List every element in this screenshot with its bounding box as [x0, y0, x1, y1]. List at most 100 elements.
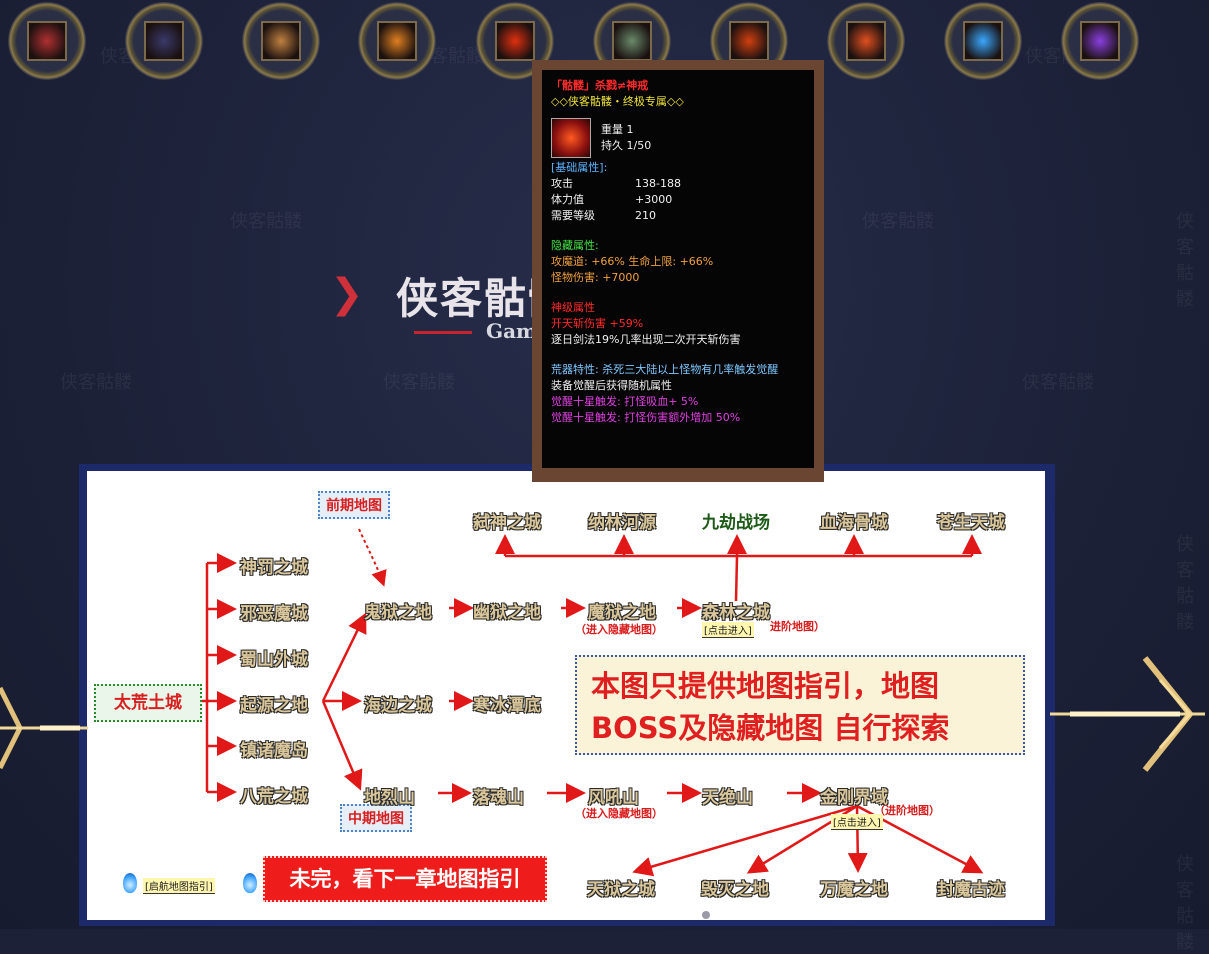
blue-flame-icon	[243, 873, 257, 893]
helmet-armor-icon	[27, 21, 67, 61]
map-node[interactable]: 金刚界域	[820, 788, 888, 808]
tooltip-body: 「骷髅」杀戮≠神戒 ◇◇侠客骷髅・终极专属◇◇ 重量 1 持久 1/50 [基础…	[542, 70, 814, 468]
map-node[interactable]: 镇诸魔岛	[240, 741, 308, 761]
stat-row: 体力值 +3000	[551, 192, 805, 208]
watermark: 侠客骷髅	[383, 372, 455, 393]
unfinished-banner[interactable]: 未完，看下一章地图指引	[263, 856, 547, 902]
map-node[interactable]: 邪恶魔城	[240, 604, 308, 624]
basic-header: [基础属性]:	[551, 161, 608, 174]
awaken-stat: 觉醒十星触发: 打怪伤害额外增加 50%	[551, 411, 741, 424]
map-node[interactable]: 八荒之城	[240, 787, 308, 807]
info-box: 本图只提供地图指引，地图 BOSS及隐藏地图 自行探索	[575, 655, 1025, 755]
map-node[interactable]: 起源之地	[240, 696, 308, 716]
item-summary: 重量 1 持久 1/50	[551, 118, 805, 160]
stat-row: 需要等级 210	[551, 208, 805, 224]
equipment-slot[interactable]	[944, 2, 1022, 80]
enter-link[interactable]: [点击进入]	[702, 622, 754, 638]
chevron-right-icon: ❯	[330, 271, 364, 317]
info-line: BOSS及隐藏地图 自行探索	[591, 711, 950, 745]
stat-label: 体力值	[551, 193, 584, 206]
stat-value: +3000	[635, 193, 673, 206]
map-node[interactable]: 弑神之城	[473, 513, 541, 533]
map-node[interactable]: 纳林河源	[588, 513, 656, 533]
left-arrow-decoration	[0, 686, 88, 770]
stat-label: 攻击	[551, 177, 573, 190]
map-node[interactable]: 封魔古迹	[937, 880, 1005, 900]
watermark: 侠客骷髅	[862, 211, 934, 232]
item-subtitle: ◇◇侠客骷髅・终极专属◇◇	[551, 95, 684, 108]
equipment-slot[interactable]	[827, 2, 905, 80]
map-node[interactable]: 寒冰潭底	[473, 696, 541, 716]
waste-trait: 荒器特性: 杀死三大陆以上怪物有几率触发觉醒	[551, 363, 779, 376]
watermark: 侠客骷髅	[230, 211, 302, 232]
fire-demon-icon	[729, 21, 769, 61]
stat-value: 210	[635, 209, 656, 222]
map-node[interactable]: 幽狱之地	[473, 603, 541, 623]
mid-map-tag: 中期地图	[340, 804, 412, 832]
item-tooltip: 「骷髅」杀戮≠神戒 ◇◇侠客骷髅・终极专属◇◇ 重量 1 持久 1/50 [基础…	[532, 60, 824, 482]
god-header: 神级属性	[551, 301, 595, 314]
awaken-stat: 觉醒十星触发: 打怪吸血+ 5%	[551, 395, 699, 408]
hidden-map-note: （进入隐藏地图）	[575, 623, 663, 636]
watermark: 侠客骷髅	[1176, 534, 1194, 633]
hidden-map-note: （进入隐藏地图）	[575, 807, 663, 820]
hidden-header: 隐藏属性:	[551, 239, 599, 252]
map-node[interactable]: 万魔之地	[820, 880, 888, 900]
map-node[interactable]: 森林之城	[702, 603, 770, 623]
advanced-map-note: 进阶地图）	[770, 620, 825, 633]
god-stat: 逐日剑法19%几率出现二次开天斩伤害	[551, 333, 741, 346]
map-node[interactable]: 魔狱之地	[588, 603, 656, 623]
map-node[interactable]: 地烈山	[364, 788, 415, 808]
purple-orb-icon	[1080, 21, 1120, 61]
blue-flame-icon	[123, 873, 137, 893]
enter-link[interactable]: [点击进入]	[831, 814, 883, 830]
fire-stars-icon	[377, 21, 417, 61]
map-node[interactable]: 天狱之城	[587, 880, 655, 900]
map-node[interactable]: 蜀山外城	[240, 650, 308, 670]
early-map-tag: 前期地图	[318, 491, 390, 519]
item-durability: 持久 1/50	[601, 139, 652, 152]
hidden-stat: 攻魔道: +66% 生命上限: +66%	[551, 255, 714, 268]
guide-link[interactable]: [启航地图指引]	[143, 878, 215, 894]
red-fire-weapon-icon	[551, 118, 591, 158]
fire-claw-icon	[846, 21, 886, 61]
equipment-slot[interactable]	[125, 2, 203, 80]
equipment-slot[interactable]	[8, 2, 86, 80]
start-city-box[interactable]: 太荒土城	[94, 684, 202, 722]
skull-green-icon	[612, 21, 652, 61]
map-node[interactable]: 鬼狱之地	[364, 603, 432, 623]
title-subtext: Gam	[486, 319, 538, 343]
map-node[interactable]: 落魂山	[473, 788, 524, 808]
equipment-slot[interactable]	[358, 2, 436, 80]
watermark: 侠客骷髅	[1022, 372, 1094, 393]
skull-mask-icon	[144, 21, 184, 61]
map-node[interactable]: 海边之城	[364, 696, 432, 716]
stat-row: 攻击 138-188	[551, 176, 805, 192]
watermark: 侠客骷髅	[1176, 854, 1194, 953]
hidden-stat: 怪物伤害: +7000	[551, 271, 640, 284]
red-fire-weapon-icon	[495, 21, 535, 61]
equipment-slot[interactable]	[242, 2, 320, 80]
item-weight: 重量 1	[601, 123, 634, 136]
stat-label: 需要等级	[551, 209, 595, 222]
map-guide-panel: 前期地图 中期地图 弑神之城 纳林河源 九劫战场 血海骨城 苍生天城 神罚之城 …	[87, 471, 1045, 920]
map-arrows	[198, 528, 984, 877]
map-node[interactable]: 风吼山	[588, 788, 639, 808]
stat-value: 138-188	[635, 177, 681, 190]
map-node[interactable]: 血海骨城	[820, 513, 888, 533]
scroll-indicator	[702, 911, 710, 919]
ring-gem-icon	[261, 21, 301, 61]
info-line: 本图只提供地图指引，地图	[591, 669, 940, 703]
waste-trait: 装备觉醒后获得随机属性	[551, 379, 672, 392]
map-node[interactable]: 苍生天城	[937, 513, 1005, 533]
advanced-map-note: （进阶地图）	[874, 804, 940, 817]
watermark: 侠客骷髅	[60, 372, 132, 393]
blue-star-icon	[963, 21, 1003, 61]
right-arrow-decoration	[1050, 656, 1205, 772]
map-node[interactable]: 神罚之城	[240, 558, 308, 578]
map-node[interactable]: 毁灭之地	[701, 880, 769, 900]
item-name: 「骷髅」杀戮≠神戒	[551, 79, 649, 92]
equipment-slot[interactable]	[1061, 2, 1139, 80]
map-node[interactable]: 天绝山	[702, 788, 753, 808]
map-node[interactable]: 九劫战场	[702, 513, 770, 533]
